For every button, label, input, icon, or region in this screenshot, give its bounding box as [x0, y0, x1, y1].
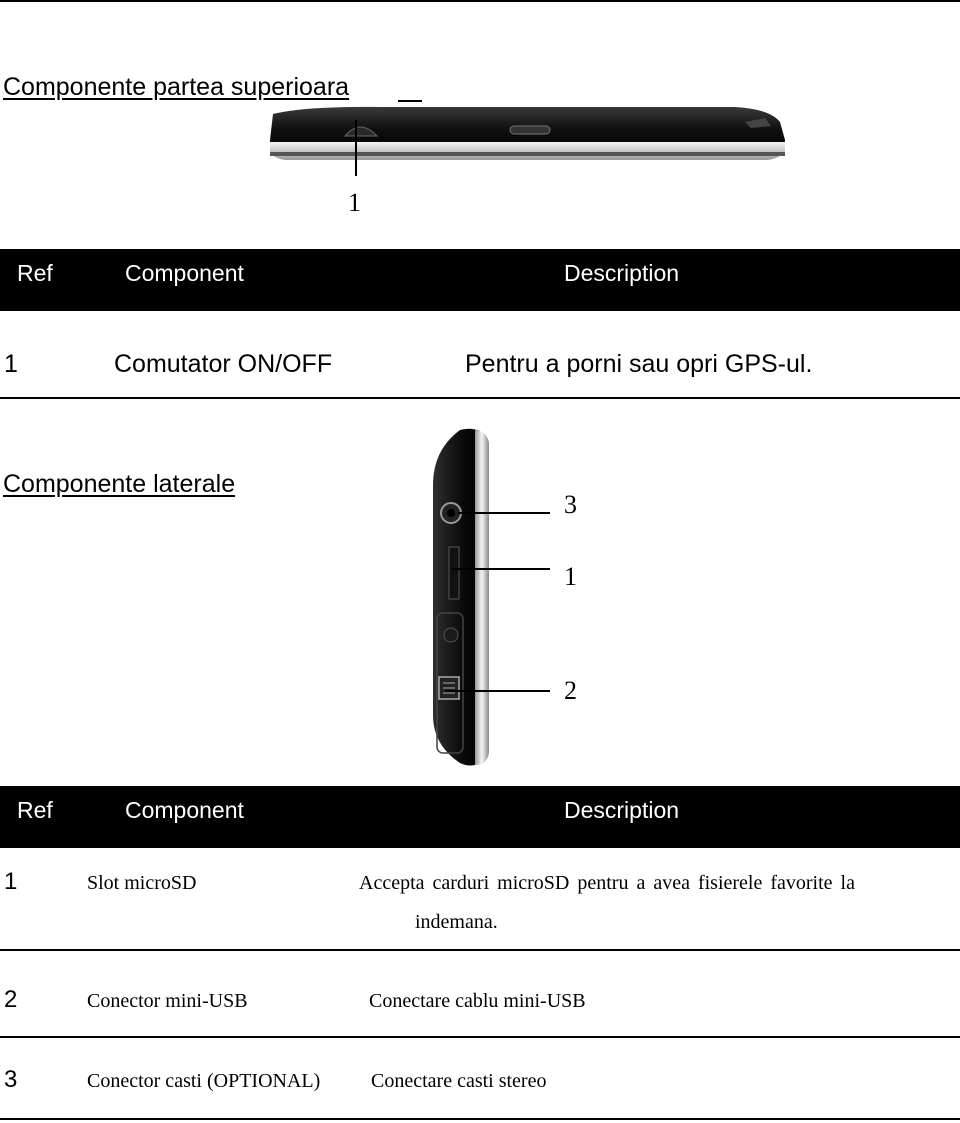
- side-row-2-ref: 2: [4, 986, 18, 1013]
- header-description: Description: [564, 260, 680, 286]
- side-row-1-ref: 1: [4, 868, 18, 895]
- header-ref: Ref: [17, 797, 53, 823]
- callout-line-3: [458, 512, 550, 514]
- header-component: Component: [125, 260, 244, 286]
- top-row-ref: 1: [4, 350, 18, 378]
- callout-line-1: [452, 568, 550, 570]
- side-row-1-component: Slot microSD: [87, 872, 197, 894]
- side-row-3-ref: 3: [4, 1066, 18, 1093]
- side-row-2-component: Conector mini-USB: [87, 990, 248, 1012]
- header-component: Component: [125, 797, 244, 823]
- row-divider: [0, 949, 960, 951]
- title-underline-extension: [398, 100, 422, 102]
- side-row-3-component: Conector casti (OPTIONAL): [87, 1070, 321, 1092]
- header-ref: Ref: [17, 260, 53, 286]
- side-row-1-description: Accepta carduri microSD pentru a avea fi…: [359, 872, 855, 894]
- callout-label-3: 3: [564, 490, 577, 519]
- row-divider: [0, 397, 960, 399]
- callout-label-2: 2: [564, 676, 577, 705]
- row-divider: [0, 1118, 960, 1120]
- top-rule: [0, 0, 960, 2]
- header-description: Description: [564, 797, 680, 823]
- side-row-3-description: Conectare casti stereo: [371, 1070, 547, 1092]
- section-title-top: Componente partea superioara: [3, 73, 350, 101]
- row-divider: [0, 1036, 960, 1038]
- top-table-header: Ref Component Description: [0, 249, 960, 311]
- top-row-description: Pentru a porni sau opri GPS-ul.: [465, 350, 813, 378]
- callout-label-1: 1: [564, 562, 577, 591]
- device-side-view-image: [433, 428, 489, 766]
- callout-line-top: [355, 120, 357, 176]
- side-table-header: Ref Component Description: [0, 786, 960, 848]
- section-title-side: Componente laterale: [3, 470, 236, 498]
- device-top-view-image: [269, 106, 785, 160]
- callout-label-top-1: 1: [348, 188, 361, 217]
- top-row-component: Comutator ON/OFF: [114, 350, 333, 378]
- callout-line-2: [445, 690, 550, 692]
- side-row-2-description: Conectare cablu mini-USB: [369, 990, 586, 1012]
- side-row-1-description-cont: indemana.: [415, 911, 498, 933]
